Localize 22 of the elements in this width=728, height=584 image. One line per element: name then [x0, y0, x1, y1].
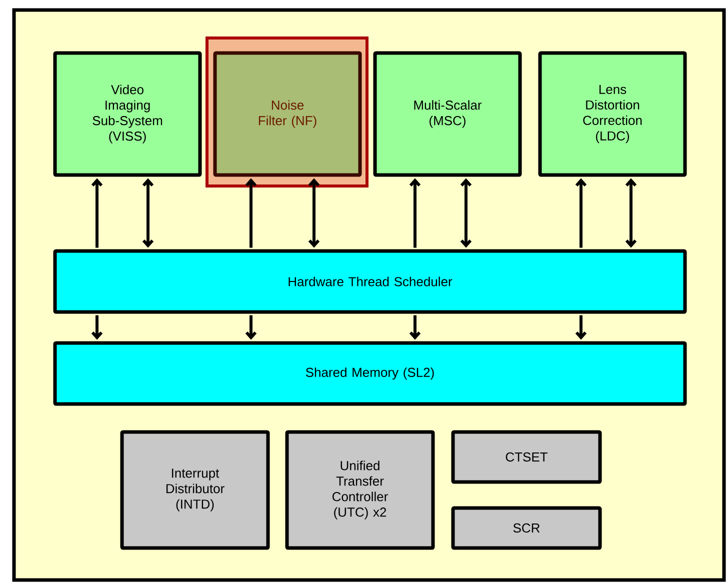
memory-bar: Shared Memory (SL2) [53, 341, 687, 406]
component-box: Interrupt Distributor (INTD) [120, 430, 270, 550]
arrow [409, 178, 421, 248]
arrow [91, 178, 103, 248]
component-box: CTSET [451, 430, 602, 484]
component-box: Unified Transfer Controller (UTC) x2 [285, 430, 435, 550]
module-box: Multi-Scalar (MSC) [373, 51, 522, 177]
arrow [409, 315, 421, 340]
component-box: SCR [451, 506, 602, 550]
arrow [460, 178, 472, 248]
arrow [245, 315, 257, 340]
arrow [308, 178, 320, 248]
scheduler-bar: Hardware Thread Scheduler [53, 249, 687, 314]
arrow [91, 315, 103, 340]
arrow [245, 178, 257, 248]
module-box: Lens Distortion Correction (LDC) [538, 51, 687, 177]
arrow [625, 178, 637, 248]
module-box: Noise Filter (NF) [213, 51, 362, 177]
arrow [575, 315, 587, 340]
arrow [575, 178, 587, 248]
arrow [142, 178, 154, 248]
module-box: Video Imaging Sub-System (VISS) [53, 51, 202, 177]
